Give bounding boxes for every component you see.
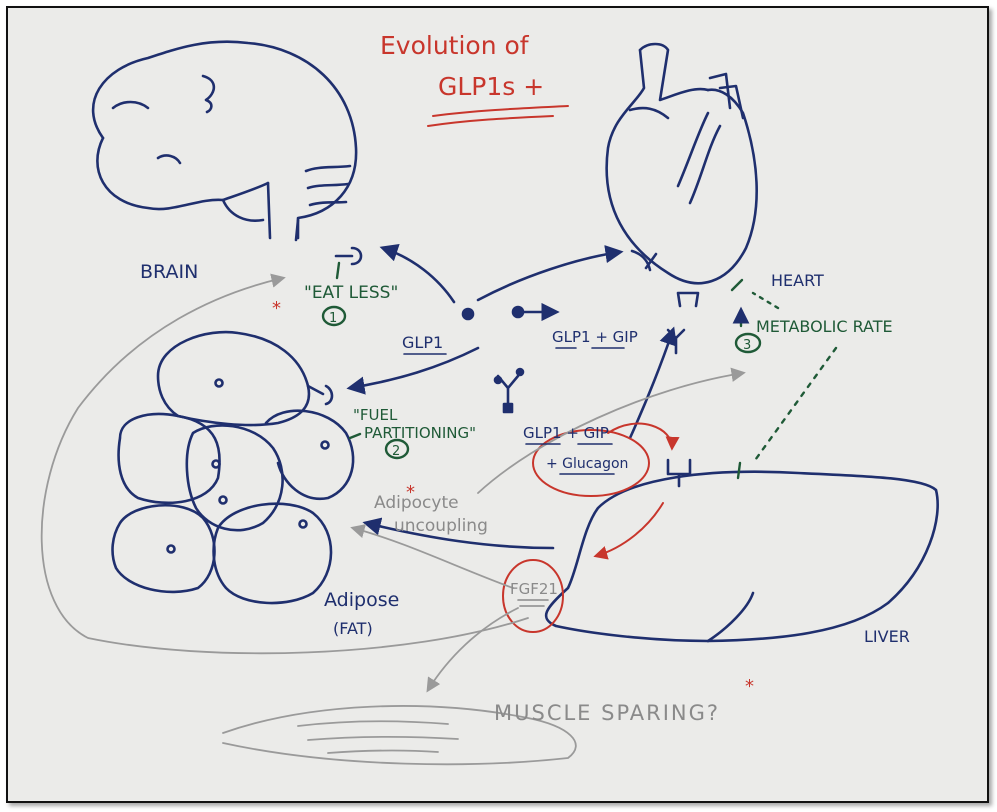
fuel-label: "FUEL xyxy=(353,406,398,424)
partitioning-label: PARTITIONING" xyxy=(364,424,476,442)
adipose-drawing xyxy=(113,332,354,603)
effect-number-2: 2 xyxy=(392,444,400,459)
asterisk-muscle: * xyxy=(745,676,754,697)
adipocyte-label: Adipocyte xyxy=(374,493,459,513)
diagram-canvas: Evolution of GLP1s + BRAIN HEART Adipose… xyxy=(8,8,987,801)
metabolic-rate-label: METABOLIC RATE xyxy=(756,317,893,336)
brain-drawing xyxy=(93,42,356,240)
adipose-sub-label: (FAT) xyxy=(333,619,373,638)
title-line2: GLP1s + xyxy=(438,72,544,101)
red-marks xyxy=(428,106,672,632)
asterisk-adipocyte: * xyxy=(406,482,415,503)
glucagon-label: + Glucagon xyxy=(546,456,628,472)
title-line1: Evolution of xyxy=(380,31,530,60)
eat-less-label: "EAT LESS" xyxy=(304,283,398,303)
liver-drawing xyxy=(546,472,938,641)
fgf21-label: FGF21 xyxy=(510,580,558,598)
effect-number-1: 1 xyxy=(329,311,337,326)
glp1-gip-label-top: GLP1 + GIP xyxy=(552,328,638,346)
heart-label: HEART xyxy=(771,271,824,290)
muscle-sparing-label: MUSCLE SPARING? xyxy=(494,701,720,725)
liver-label: LIVER xyxy=(864,627,910,646)
glp1-dot xyxy=(463,309,473,319)
glp1-label: GLP1 xyxy=(402,333,443,352)
asterisk-brain: * xyxy=(272,298,281,319)
whiteboard: Evolution of GLP1s + BRAIN HEART Adipose… xyxy=(6,6,989,803)
effect-number-3: 3 xyxy=(743,338,751,353)
heart-drawing xyxy=(607,44,757,283)
adipose-label: Adipose xyxy=(324,589,399,611)
glp1-gip-label-bottom: GLP1 + GIP xyxy=(523,424,609,442)
uncoupling-label: uncoupling xyxy=(394,516,488,536)
brain-label: BRAIN xyxy=(140,261,198,283)
glp1-gip-dot xyxy=(513,307,523,317)
grey-arrows xyxy=(42,278,743,764)
